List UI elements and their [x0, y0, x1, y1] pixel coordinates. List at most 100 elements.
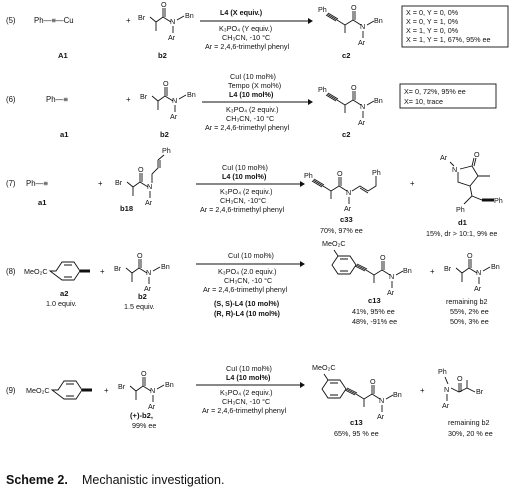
aryl-alkynyl-amide-product-structure: MeO₂C O N Bn Ar [322, 239, 412, 297]
benzyl-group: Bn [403, 266, 412, 275]
aryl-alkyne-ester-structure: MeO₂C [26, 380, 92, 400]
entry-8: (8) MeO₂C a2 1.0 equiv. + Br O N Bn Ar b… [6, 239, 500, 326]
compound-label: c2 [342, 51, 350, 60]
reagent-formula: Ph—≡ [46, 95, 68, 104]
oxygen-atom: O [337, 169, 343, 178]
benzyl-group: Bn [374, 96, 383, 105]
oxygen-atom: O [137, 251, 143, 260]
alpha-bromo-amide-structure: Br O N Bn Ar [138, 0, 194, 42]
condition-line: CH₃CN, -10 °C [224, 276, 272, 285]
amount-line: 1.5 equiv. [124, 302, 155, 311]
n-benzyl-amide-structure: Ph N O Br Ar [438, 367, 484, 410]
compound-label: a1 [60, 130, 69, 139]
condition-line: CH₃CN, -10 °C [222, 33, 270, 42]
compound-label: a1 [38, 198, 47, 207]
reagent-formula: Ph—≡—Cu [34, 16, 74, 25]
entry-number: (5) [6, 16, 16, 25]
bromo-atom: Br [115, 178, 123, 187]
nitrogen-atom: N [389, 272, 394, 281]
nitrogen-atom: N [147, 182, 152, 191]
condition-line: L4 (10 mol%) [226, 373, 271, 382]
entry-6: (6) Ph—≡ a1 + Br O N Bn Ar b2 CuI (10 mo… [6, 72, 497, 139]
ligand-line: (S, S)-L4 (10 mol%) [214, 299, 280, 308]
condition-line: CuI (10 mol%) [230, 72, 276, 81]
entry-number: (7) [6, 179, 16, 188]
oxygen-atom: O [457, 374, 463, 383]
n-cinnamyl-bromo-amide-structure: Br O N Ph Ar [115, 146, 171, 207]
aryl-group: Ar [358, 118, 366, 127]
aryl-group: Ar [170, 112, 178, 121]
plus-sign: + [126, 16, 131, 25]
bromo-atom: Br [140, 92, 148, 101]
aryl-alkyne-ester-structure: MeO₂C [24, 261, 90, 281]
yield-line: 15%, dr > 10:1, 9% ee [426, 229, 497, 238]
results-box [401, 5, 509, 48]
entry-5: (5) Ph—≡—Cu A1 + Br O N Bn Ar b2 L4 (X e… [6, 0, 509, 60]
bromo-atom: Br [476, 387, 484, 396]
result-line: X = 0, Y = 1, 0% [406, 17, 459, 26]
aryl-group: Ar [344, 204, 352, 213]
pyrrolidinone-byproduct-structure: Ar N O Ph Ph [440, 150, 503, 214]
result-line: X = 1, Y = 1, 67%, 95% ee [406, 35, 490, 44]
alpha-bromo-amide-structure: Br O N Bn Ar [114, 251, 170, 293]
result-line: X = 1, Y = 0, 0% [406, 26, 459, 35]
benzyl-group: Bn [161, 262, 170, 271]
ligand-line: (R, R)-L4 (10 mol%) [214, 309, 280, 318]
alpha-bromo-amide-structure: Br O N Bn Ar [140, 79, 196, 121]
ester-group: MeO₂C [322, 239, 346, 248]
results-box [399, 83, 497, 109]
result-line: X = 0, Y = 0, 0% [406, 8, 459, 17]
compound-label: b2 [160, 130, 169, 139]
nitrogen-atom: N [476, 268, 481, 277]
benzyl-group: Bn [185, 11, 194, 20]
oxygen-atom: O [163, 79, 169, 88]
nitrogen-atom: N [170, 17, 175, 26]
condition-line: CH₃CN, -10 °C [222, 397, 270, 406]
compound-label: c13 [350, 418, 363, 427]
benzyl-group: Bn [187, 90, 196, 99]
nitrogen-atom: N [444, 385, 449, 394]
aryl-group: Ar [144, 284, 152, 293]
benzyl-group: Bn [374, 16, 383, 25]
compound-label: b2 [158, 51, 167, 60]
oxygen-atom: O [351, 3, 357, 12]
aryl-group: Ar [148, 402, 156, 411]
compound-label: c2 [342, 130, 350, 139]
plus-sign: + [430, 267, 435, 276]
result-line: X= 0, 72%, 95% ee [404, 87, 466, 96]
alpha-bromo-amide-structure: Br O N Bn Ar [444, 251, 500, 293]
phenyl-group: Ph [318, 85, 327, 94]
compound-label: d1 [458, 218, 468, 227]
compound-label: c33 [340, 215, 353, 224]
bromo-atom: Br [444, 264, 452, 273]
caption-text: Mechanistic investigation. [82, 473, 224, 487]
condition-line: Ar = 2,4,6-trimethyl phenyl [200, 205, 284, 214]
oxygen-atom: O [161, 0, 167, 9]
condition-line: K₃PO₄ (2 equiv.) [226, 105, 278, 114]
phenyl-group: Ph [162, 146, 171, 155]
result-line: 48%, -91% ee [352, 317, 397, 326]
alkynyl-amide-product-structure: Ph O N Bn Ar [318, 83, 383, 127]
aryl-group: Ar [358, 38, 366, 47]
oxygen-atom: O [351, 83, 357, 92]
condition-line: CuI (10 mol%) [228, 251, 274, 260]
bromo-atom: Br [138, 13, 146, 22]
condition-line: L4 (X equiv.) [220, 8, 263, 17]
condition-line: K₃PO₄ (Y equiv.) [219, 24, 272, 33]
condition-line: Ar = 2,4,6-trimethyl phenyl [202, 406, 286, 415]
aryl-group: Ar [168, 33, 176, 42]
oxygen-atom: O [467, 251, 473, 260]
plus-sign: + [420, 386, 425, 395]
bromo-atom: Br [118, 382, 126, 391]
compound-label: c13 [368, 296, 381, 305]
condition-line: Ar = 2,4,6-trimethyl phenyl [205, 42, 289, 51]
aryl-group: Ar [145, 198, 153, 207]
remaining-label: remaining b2 [446, 297, 488, 306]
result-line: X= 10, trace [404, 97, 443, 106]
phenyl-group: Ph [494, 196, 503, 205]
benzyl-group: Bn [165, 380, 174, 389]
nitrogen-atom: N [346, 188, 351, 197]
compound-label: b2 [138, 292, 147, 301]
amount-line: 1.0 equiv. [46, 299, 77, 308]
